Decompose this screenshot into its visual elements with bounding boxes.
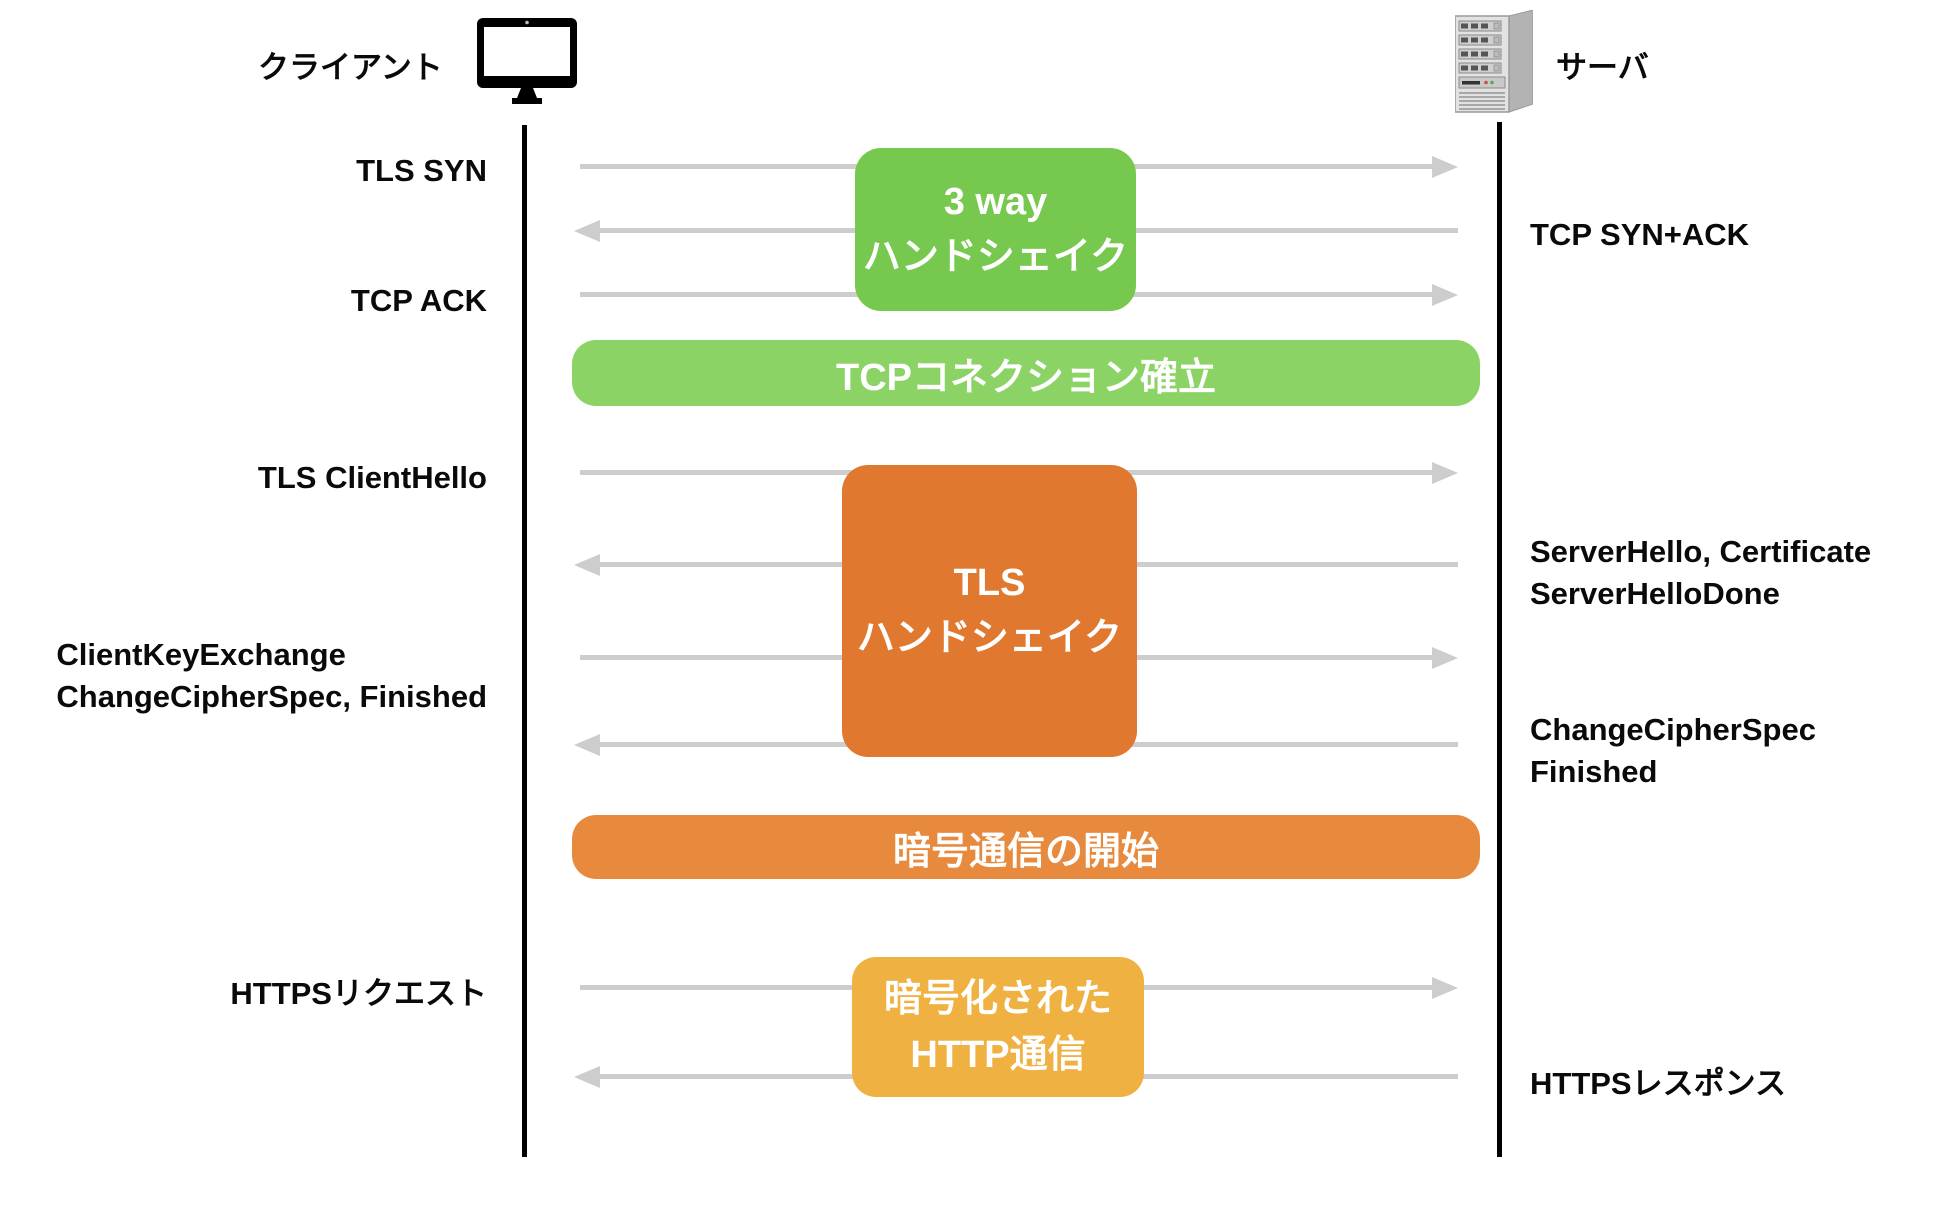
label-https-response: HTTPSレスポンス xyxy=(1530,1066,1786,1101)
arrowhead-left-icon xyxy=(574,554,600,576)
tcp-connection-banner-text: TCPコネクション確立 xyxy=(835,356,1216,399)
encrypted-http-box: 暗号化された HTTP通信 xyxy=(852,957,1144,1097)
label-tls-client-hello: TLS ClientHello xyxy=(257,460,487,495)
arrowhead-left-icon xyxy=(574,1066,600,1088)
arrowhead-left-icon xyxy=(574,220,600,242)
arrowhead-left-icon xyxy=(574,734,600,756)
three-way-handshake-box: 3 way ハンドシェイク xyxy=(855,148,1136,311)
three-way-handshake-line2: ハンドシェイク xyxy=(862,235,1129,278)
label-change-cipher-spec-line2: Finished xyxy=(1530,754,1658,789)
label-client-key-exchange-line1: ClientKeyExchange xyxy=(56,637,346,672)
label-tcp-syn-ack: TCP SYN+ACK xyxy=(1530,217,1750,252)
encrypted-http-line1: 暗号化された xyxy=(883,978,1112,1020)
arrowhead-right-icon xyxy=(1432,462,1458,484)
server-participant-label: サーバ xyxy=(1556,50,1649,85)
client-lifeline xyxy=(522,125,527,1157)
label-server-hello-line2: ServerHelloDone xyxy=(1530,576,1780,611)
label-server-hello-line1: ServerHello, Certificate xyxy=(1530,534,1872,569)
label-server-hello: ServerHello, Certificate ServerHelloDone xyxy=(1530,531,1871,615)
server-tower-icon xyxy=(1454,9,1534,114)
arrowhead-right-icon xyxy=(1432,647,1458,669)
three-way-handshake-line1: 3 way xyxy=(943,180,1048,223)
tls-handshake-line1: TLS xyxy=(953,562,1026,604)
arrowhead-right-icon xyxy=(1432,284,1458,306)
client-participant-label: クライアント xyxy=(258,50,443,85)
cipher-start-banner: 暗号通信の開始 xyxy=(572,815,1480,879)
label-change-cipher-spec: ChangeCipherSpec Finished xyxy=(1530,709,1816,793)
monitor-icon xyxy=(477,18,577,104)
label-client-key-exchange: ClientKeyExchange ChangeCipherSpec, Fini… xyxy=(56,634,487,718)
label-https-request: HTTPSリクエスト xyxy=(230,976,487,1011)
arrowhead-right-icon xyxy=(1432,156,1458,178)
tcp-connection-banner: TCPコネクション確立 xyxy=(572,340,1480,406)
arrowhead-right-icon xyxy=(1432,977,1458,999)
label-tcp-ack: TCP ACK xyxy=(350,283,487,318)
label-change-cipher-spec-line1: ChangeCipherSpec xyxy=(1530,712,1816,747)
encrypted-http-line2: HTTP通信 xyxy=(910,1034,1086,1076)
cipher-start-banner-text: 暗号通信の開始 xyxy=(892,830,1159,873)
label-tls-syn: TLS SYN xyxy=(356,153,487,188)
tls-handshake-box: TLS ハンドシェイク xyxy=(842,465,1137,757)
server-lifeline xyxy=(1497,122,1502,1157)
label-client-key-exchange-line2: ChangeCipherSpec, Finished xyxy=(56,679,487,714)
tls-handshake-line2: ハンドシェイク xyxy=(856,617,1123,659)
